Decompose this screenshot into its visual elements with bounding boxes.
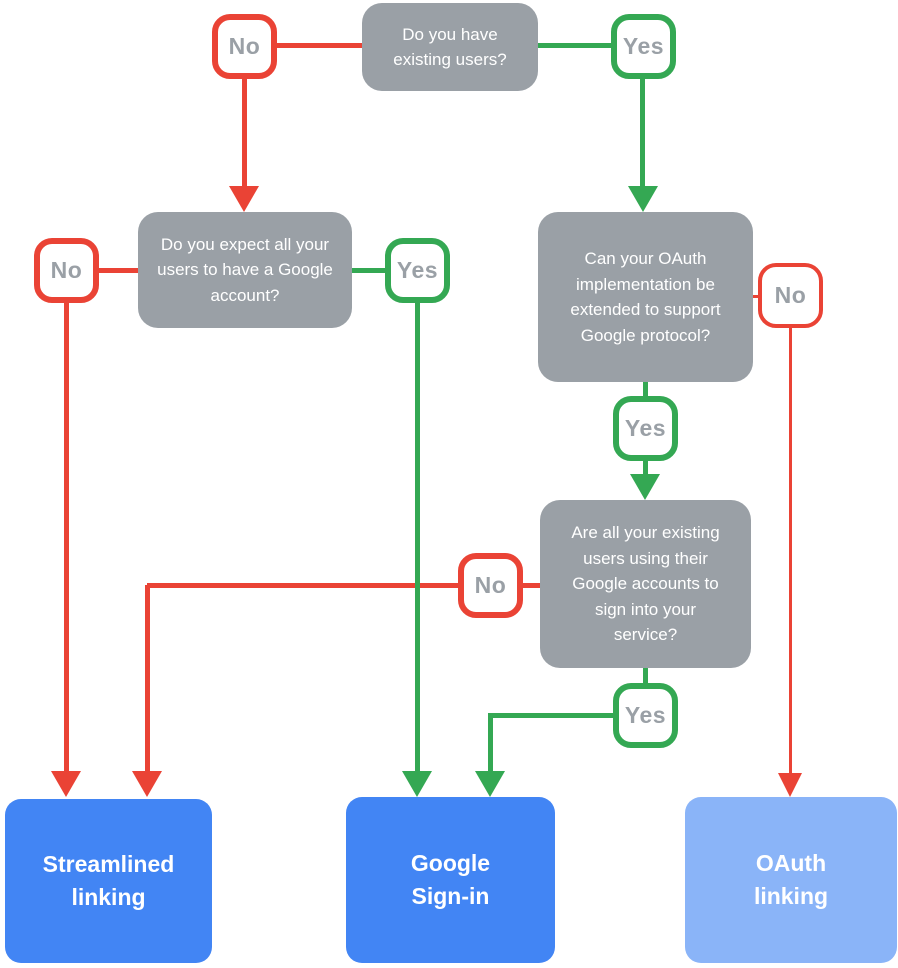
badge-q4-no: No <box>458 553 523 618</box>
arrowhead-into-q2 <box>229 186 259 212</box>
connector-q1-yes-vertical <box>640 77 645 189</box>
connector-q1-no-horizontal <box>276 43 362 48</box>
connector-q3-no-vertical <box>789 326 792 775</box>
connector-q3-no-stub <box>748 295 758 298</box>
result-oauth-linking: OAuth linking <box>685 797 897 963</box>
connector-q3-yes-stub-top <box>643 380 648 397</box>
question-existing-users: Do you have existing users? <box>362 3 538 91</box>
question-google-account: Do you expect all your users to have a G… <box>138 212 352 328</box>
result-google-sign-in-label: Google Sign-in <box>410 849 491 909</box>
arrowhead-into-q4 <box>630 474 660 500</box>
connector-q4-yes-vertical <box>488 713 493 773</box>
arrowhead-into-signin-1 <box>402 771 432 797</box>
connector-q4-no-stub <box>522 583 540 588</box>
badge-q3-yes: Yes <box>613 396 678 461</box>
question-oauth-extended: Can your OAuth implementation be extende… <box>538 212 753 382</box>
arrowhead-into-signin-2 <box>475 771 505 797</box>
badge-q4-yes: Yes <box>613 683 678 748</box>
badge-q3-no: No <box>758 263 823 328</box>
arrowhead-into-q3 <box>628 186 658 212</box>
badge-q1-no: No <box>212 14 277 79</box>
connector-q2-yes-horizontal <box>352 268 385 273</box>
connector-q4-yes-horizontal <box>490 713 614 718</box>
result-oauth-linking-label: OAuth linking <box>753 849 829 909</box>
connector-q4-yes-stub <box>643 666 648 684</box>
result-streamlined-linking-label: Streamlined linking <box>42 850 175 910</box>
connector-q2-no-horizontal <box>98 268 138 273</box>
connector-q2-yes-vertical <box>415 301 420 773</box>
badge-q1-yes: Yes <box>611 14 676 79</box>
badge-q2-yes: Yes <box>385 238 450 303</box>
connector-q1-yes-horizontal <box>536 43 611 48</box>
connector-q2-no-vertical <box>64 301 69 773</box>
arrowhead-into-oauth <box>778 773 802 797</box>
connector-q3-yes-stub-bottom <box>643 458 648 476</box>
result-google-sign-in: Google Sign-in <box>346 797 555 963</box>
connector-q4-no-vertical <box>145 585 150 773</box>
connector-q4-no-horizontal <box>147 583 458 588</box>
question-users-google-signin: Are all your existing users using their … <box>540 500 751 668</box>
connector-q1-no-vertical <box>242 77 247 189</box>
badge-q2-no: No <box>34 238 99 303</box>
result-streamlined-linking: Streamlined linking <box>5 799 212 963</box>
arrowhead-into-streamlined-2 <box>132 771 162 797</box>
arrowhead-into-streamlined-1 <box>51 771 81 797</box>
